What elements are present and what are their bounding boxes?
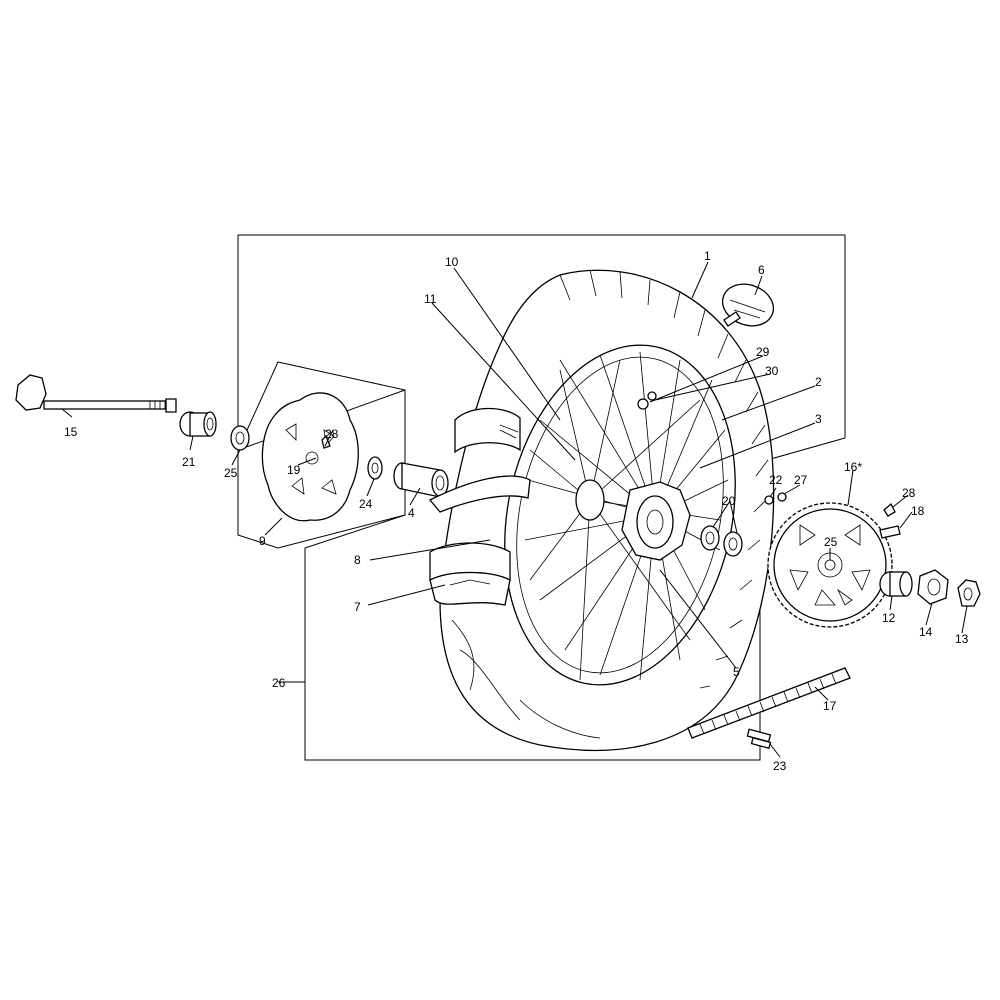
washer-27 [777, 492, 787, 502]
callout-6: 6 [758, 263, 765, 277]
oil-seal-24 [367, 456, 383, 480]
callout-labels: 1 2 3 4 5 6 7 8 9 10 11 12 13 14 15 16* … [64, 249, 969, 773]
callout-21: 21 [182, 455, 196, 469]
wheel-hub [575, 479, 691, 561]
callout-18: 18 [911, 504, 925, 518]
callout-1: 1 [704, 249, 711, 263]
oil-seal-left [230, 425, 250, 451]
chain-adjuster [917, 569, 949, 605]
callout-2: 2 [815, 375, 822, 389]
callout-12: 12 [882, 611, 896, 625]
callout-16: 16* [844, 460, 862, 474]
callout-3: 3 [815, 412, 822, 426]
brake-disc [261, 392, 359, 522]
sprocket-bolt [883, 502, 896, 517]
callout-25-right: 25 [824, 535, 838, 549]
callout-26: 26 [272, 676, 286, 690]
callout-20: 20 [722, 494, 736, 508]
callout-8: 8 [354, 553, 361, 567]
sprocket-spacer [879, 571, 913, 597]
callout-23: 23 [773, 759, 787, 773]
rim-tape [454, 407, 521, 454]
axle-nut [957, 579, 981, 607]
callout-11: 11 [424, 292, 437, 306]
tyre-lever-plate [721, 283, 775, 327]
callout-27: 27 [794, 473, 808, 487]
callout-14: 14 [919, 625, 933, 639]
callout-9: 9 [259, 534, 266, 548]
callout-10: 10 [445, 255, 459, 269]
callout-30: 30 [765, 364, 779, 378]
inner-tube [429, 542, 511, 606]
rim-band [428, 475, 531, 513]
callout-13: 13 [955, 632, 969, 646]
assembly-26-frame [237, 234, 846, 761]
callout-28-right: 28 [902, 486, 916, 500]
hub-spacer-tube [393, 462, 449, 498]
chain-master-link [746, 728, 772, 750]
rear-axle [15, 374, 177, 413]
wheel-bearings [700, 525, 743, 557]
callout-28-left: 28 [325, 427, 339, 441]
leader-lines [61, 261, 968, 758]
drive-chain [687, 667, 851, 739]
callout-19: 19 [287, 463, 301, 477]
callout-4: 4 [408, 506, 415, 520]
washer-22 [764, 495, 774, 505]
valve-nut [637, 398, 649, 410]
callout-7: 7 [354, 600, 361, 614]
rear-sprocket [767, 502, 893, 628]
callout-5: 5 [733, 665, 740, 679]
valve-cap [647, 391, 657, 401]
callout-15: 15 [64, 425, 78, 439]
callout-25-left: 25 [224, 466, 238, 480]
callout-24: 24 [359, 497, 373, 511]
sprocket-nut-18 [879, 525, 901, 539]
callout-17: 17 [823, 699, 837, 713]
callout-22: 22 [769, 473, 783, 487]
disc-bolt [321, 434, 331, 449]
callout-29: 29 [756, 345, 770, 359]
axle-spacer [179, 411, 217, 437]
